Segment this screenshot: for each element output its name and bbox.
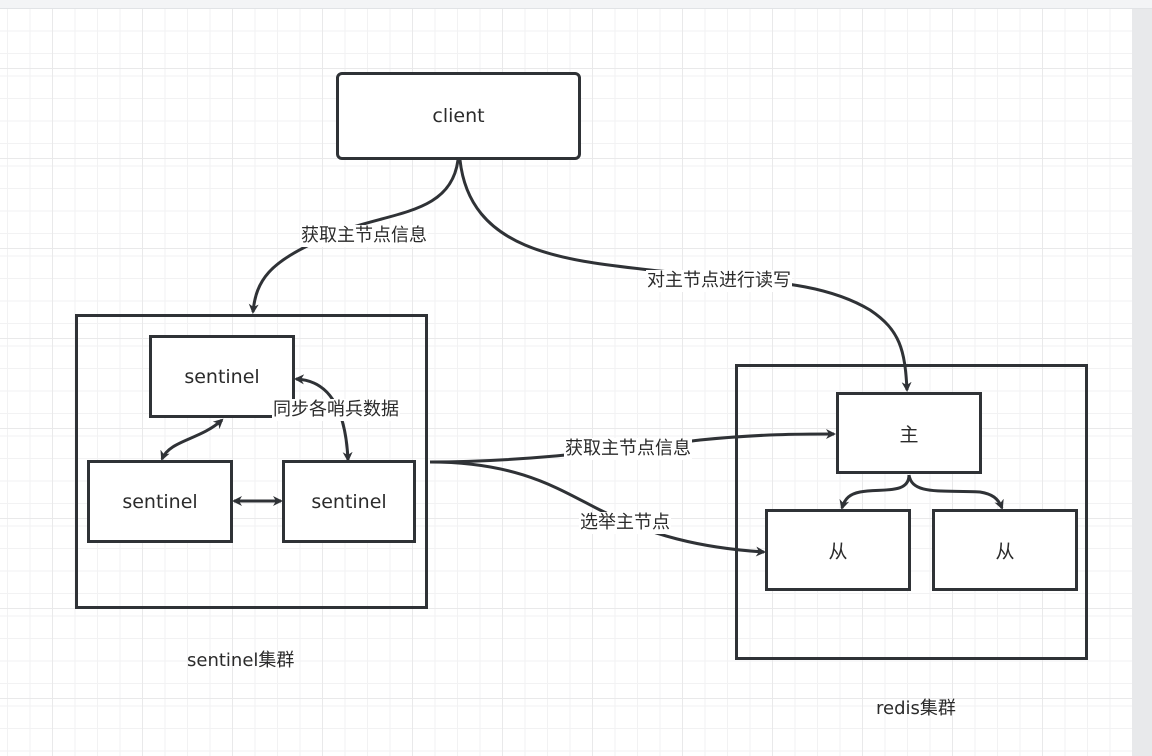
- edge-sentinel-sync-top: [294, 374, 353, 462]
- edge-sentinel-elect: [429, 460, 766, 557]
- master-label: 主: [899, 423, 919, 446]
- top-toolbar-strip: [0, 0, 1152, 9]
- edge-master-to-slave-left: [839, 474, 911, 510]
- edge-master-to-slave-right: [907, 474, 1004, 510]
- edge-label-sentinel-sync: 同步各哨兵数据: [272, 399, 400, 421]
- sentinel-node-left[interactable]: sentinel: [87, 460, 233, 543]
- client-node[interactable]: client: [336, 72, 581, 160]
- sentinel-cluster-group[interactable]: [75, 314, 428, 609]
- client-label: client: [432, 105, 485, 127]
- sentinel-right-label: sentinel: [311, 490, 387, 513]
- edge-label-sentinel-to-master: 获取主节点信息: [564, 438, 692, 460]
- sentinel-cluster-caption: sentinel集群: [187, 650, 295, 671]
- sentinel-top-label: sentinel: [184, 365, 260, 388]
- edge-sentinel-left-top: [160, 418, 224, 461]
- sentinel-left-label: sentinel: [122, 490, 198, 513]
- vertical-scrollbar[interactable]: [1132, 9, 1152, 756]
- edge-label-sentinel-elect: 选举主节点: [579, 512, 671, 534]
- sentinel-node-right[interactable]: sentinel: [282, 460, 416, 543]
- slave-left-label: 从: [828, 540, 848, 563]
- slave-right-label: 从: [995, 540, 1015, 563]
- sentinel-node-top[interactable]: sentinel: [149, 335, 295, 418]
- redis-cluster-caption: redis集群: [876, 698, 956, 719]
- slave-node-left[interactable]: 从: [765, 509, 911, 591]
- redis-cluster-group[interactable]: [735, 364, 1088, 660]
- master-node[interactable]: 主: [836, 392, 982, 474]
- edge-label-client-to-sentinel: 获取主节点信息: [300, 225, 428, 247]
- slave-node-right[interactable]: 从: [932, 509, 1078, 591]
- edge-label-client-to-master: 对主节点进行读写: [646, 270, 792, 292]
